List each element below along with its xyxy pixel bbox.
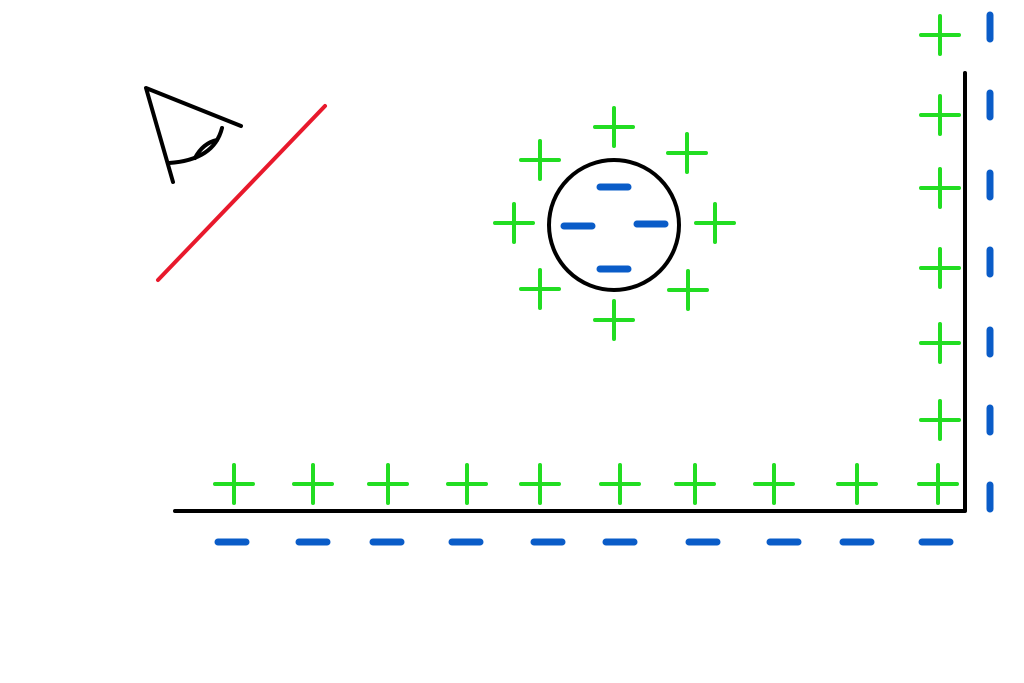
eye-pupil — [193, 138, 219, 160]
line-of-sight — [156, 104, 327, 282]
positive-charge-sign — [836, 463, 878, 505]
positive-charge-sign — [674, 463, 716, 505]
positive-charge-sign — [919, 322, 961, 364]
charged-plate-edge — [173, 71, 967, 513]
charged-sphere — [547, 158, 681, 292]
positive-charge-sign — [919, 247, 961, 289]
positive-charge-sign — [917, 463, 959, 505]
positive-charge-sign — [593, 106, 635, 148]
positive-charge-sign — [519, 463, 561, 505]
positive-charge-sign — [213, 463, 255, 505]
positive-charge-sign — [599, 463, 641, 505]
positive-charge-sign — [753, 463, 795, 505]
positive-charge-sign — [919, 94, 961, 136]
positive-charge-sign — [519, 268, 561, 310]
positive-charge-sign — [493, 202, 535, 244]
positive-charge-sign — [919, 167, 961, 209]
positive-charge-sign — [919, 14, 961, 56]
positive-charge-sign — [367, 463, 409, 505]
positive-charge-sign — [519, 139, 561, 181]
positive-charge-sign — [593, 299, 635, 341]
positive-charge-sign — [446, 463, 488, 505]
eye-lower-lid — [167, 126, 224, 165]
positive-charge-sign — [919, 399, 961, 441]
positive-charge-sign — [694, 202, 736, 244]
positive-charge-sign — [667, 269, 709, 311]
observer-eye-icon — [144, 86, 243, 184]
positive-charge-sign — [292, 463, 334, 505]
negative-charges — [214, 11, 994, 546]
eye-outline — [144, 86, 243, 184]
positive-charge-sign — [666, 132, 708, 174]
positive-charges — [213, 14, 961, 505]
